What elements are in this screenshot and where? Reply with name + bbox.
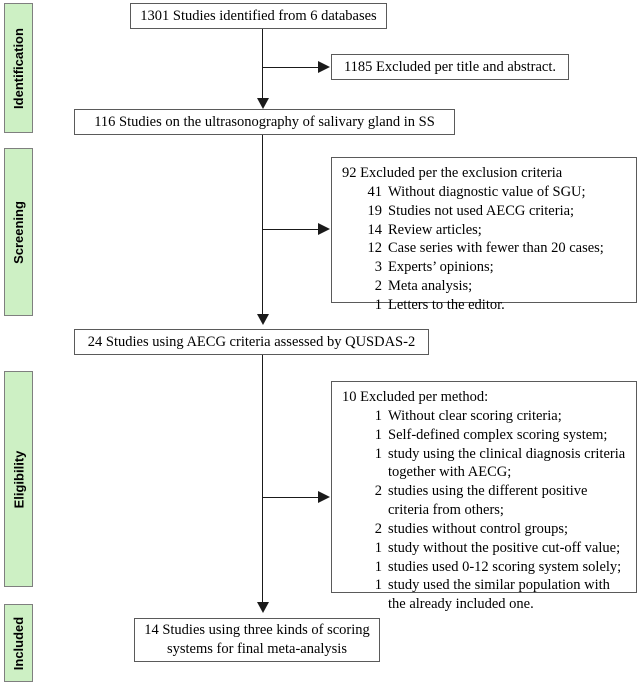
list-item: 1 study using the clinical diagnosis cri… xyxy=(342,445,628,483)
list-item-text: study without the positive cut-off value… xyxy=(388,539,621,556)
box-excluded-per-method: 10 Excluded per method: 1 Without clear … xyxy=(331,381,637,612)
list-item-text: studies using the different positive cri… xyxy=(388,483,588,519)
list-item-count: 2 xyxy=(374,483,382,500)
box-assessed-qusdas-text: 24 Studies using AECG criteria assessed … xyxy=(87,333,416,350)
list-item-text: study using the clinical diagnosis crite… xyxy=(388,445,626,481)
list-item-count: 12 xyxy=(367,240,383,257)
list-item-count: 1 xyxy=(374,445,382,462)
list-item: 1 Without clear scoring criteria; xyxy=(342,407,628,426)
stage-label-included: Included xyxy=(11,616,27,670)
box-final-included-text: 14 Studies using three kinds of scoring … xyxy=(144,622,370,657)
box-studies-identified-text: 1301 Studies identified from 6 databases xyxy=(140,7,377,24)
list-item-text: Without diagnostic value of SGU; xyxy=(388,183,586,200)
arrow-eligibility-to-included xyxy=(257,602,269,613)
list-item: 14 Review articles; xyxy=(342,221,628,240)
connector-branch-excluded-92 xyxy=(262,229,319,230)
arrow-to-excluded-1185 xyxy=(318,61,330,73)
box-excluded-title-abstract: 1185 Excluded per title and abstract. xyxy=(331,54,569,80)
arrow-to-excluded-92 xyxy=(318,223,330,235)
stage-label-eligibility: Eligibility xyxy=(11,450,27,508)
list-item-count: 1 xyxy=(374,577,382,594)
list-item-count: 1 xyxy=(374,407,382,424)
list-item: 3 Experts’ opinions; xyxy=(342,258,628,277)
list-item-count: 14 xyxy=(367,221,383,238)
list-item: 1 studies used 0-12 scoring system solel… xyxy=(342,558,628,577)
list-item: 2 studies using the different positive c… xyxy=(342,482,628,520)
connector-screening-trunk xyxy=(262,135,263,321)
box-excluded-title-abstract-text: 1185 Excluded per title and abstract. xyxy=(343,58,557,75)
list-item-text: Meta analysis; xyxy=(388,278,473,295)
list-item-text: Studies not used AECG criteria; xyxy=(388,202,575,219)
stage-label-identification: Identification xyxy=(11,27,27,109)
stage-bar-eligibility: Eligibility xyxy=(4,371,33,587)
stage-label-screening: Screening xyxy=(11,200,27,264)
stage-bar-included: Included xyxy=(4,604,33,682)
list-item: 1 study without the positive cut-off val… xyxy=(342,539,628,558)
box-excluded-exclusion-criteria-heading: 92 Excluded per the exclusion criteria xyxy=(342,165,563,181)
list-item-count: 3 xyxy=(374,259,382,276)
connector-branch-excluded-10 xyxy=(262,497,319,498)
arrow-to-excluded-10 xyxy=(318,491,330,503)
box-excluded-exclusion-criteria: 92 Excluded per the exclusion criteria 4… xyxy=(331,157,637,313)
box-final-included: 14 Studies using three kinds of scoring … xyxy=(134,618,380,662)
list-item: 1 Self-defined complex scoring system; xyxy=(342,426,628,445)
arrow-identification-to-screening xyxy=(257,98,269,109)
list-item-text: Experts’ opinions; xyxy=(388,259,494,276)
excluded-exclusion-criteria-list: 41 Without diagnostic value of SGU; 19 S… xyxy=(342,183,628,315)
box-excluded-per-method-heading: 10 Excluded per method: xyxy=(342,389,489,405)
list-item-text: Without clear scoring criteria; xyxy=(388,407,562,424)
list-item-count: 2 xyxy=(374,520,382,537)
list-item-count: 19 xyxy=(367,202,383,219)
box-studies-identified: 1301 Studies identified from 6 databases xyxy=(130,3,387,29)
list-item-text: studies used 0-12 scoring system solely; xyxy=(388,558,622,575)
list-item: 2 Meta analysis; xyxy=(342,277,628,296)
list-item-count: 2 xyxy=(374,278,382,295)
box-ultrasonography-studies-text: 116 Studies on the ultrasonography of sa… xyxy=(94,113,435,130)
stage-bar-screening: Screening xyxy=(4,148,33,316)
connector-branch-excluded-1185 xyxy=(262,67,319,68)
list-item-count: 1 xyxy=(374,539,382,556)
list-item-count: 1 xyxy=(374,558,382,575)
list-item-text: studies without control groups; xyxy=(388,520,569,537)
stage-bar-identification: Identification xyxy=(4,3,33,133)
list-item-text: Letters to the editor. xyxy=(388,296,505,313)
box-assessed-qusdas: 24 Studies using AECG criteria assessed … xyxy=(74,329,429,355)
list-item: 2 studies without control groups; xyxy=(342,520,628,539)
list-item-text: Self-defined complex scoring system; xyxy=(388,426,608,443)
list-item-text: study used the similar population with t… xyxy=(388,577,610,613)
list-item: 1 study used the similar population with… xyxy=(342,576,628,614)
list-item: 12 Case series with fewer than 20 cases; xyxy=(342,239,628,258)
list-item: 19 Studies not used AECG criteria; xyxy=(342,202,628,221)
box-ultrasonography-studies: 116 Studies on the ultrasonography of sa… xyxy=(74,109,455,135)
list-item-count: 41 xyxy=(367,183,383,200)
list-item-count: 1 xyxy=(374,426,382,443)
excluded-per-method-list: 1 Without clear scoring criteria; 1 Self… xyxy=(342,407,628,614)
list-item-count: 1 xyxy=(374,296,382,313)
connector-eligibility-trunk xyxy=(262,355,263,609)
list-item-text: Case series with fewer than 20 cases; xyxy=(388,240,604,257)
arrow-screening-to-eligibility xyxy=(257,314,269,325)
list-item: 41 Without diagnostic value of SGU; xyxy=(342,183,628,202)
list-item: 1 Letters to the editor. xyxy=(342,296,628,315)
list-item-text: Review articles; xyxy=(388,221,482,238)
